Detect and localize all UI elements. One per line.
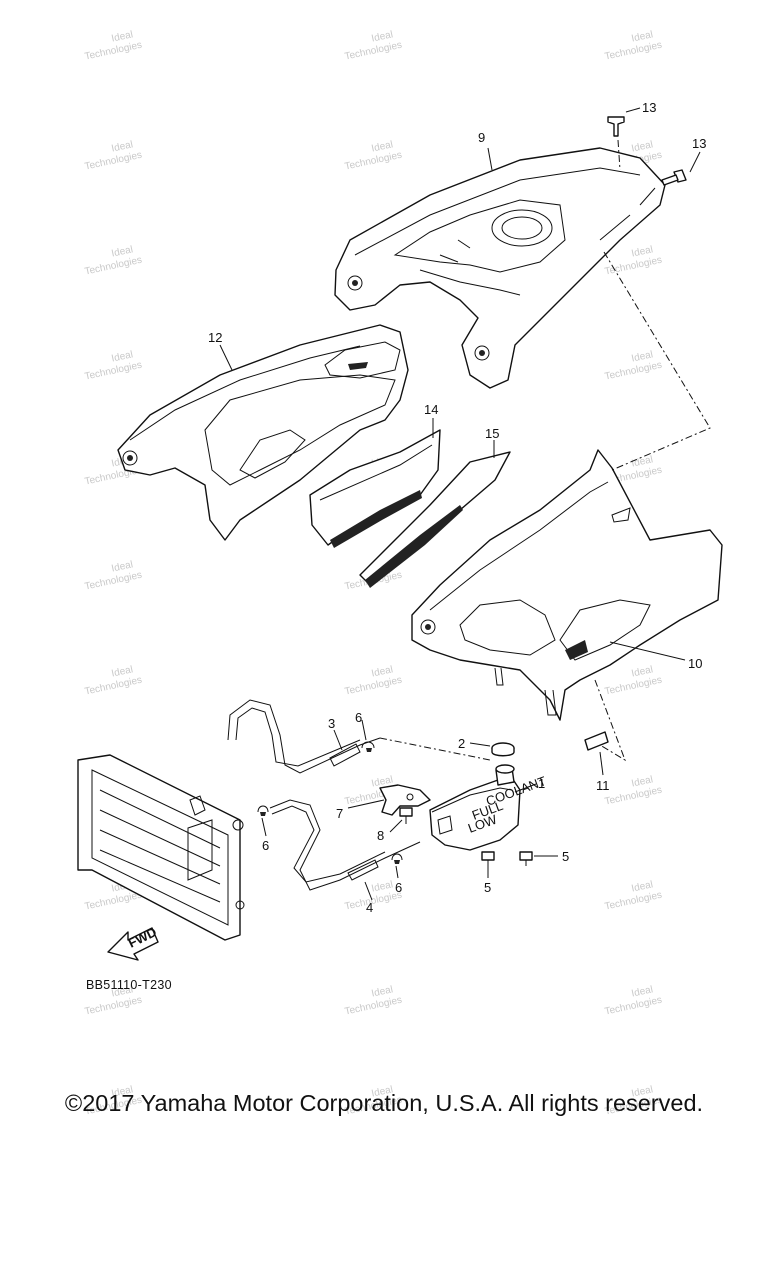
watermark-text: IdealTechnologies [341, 138, 403, 173]
callout-13-top: 13 [625, 100, 656, 115]
assembly-line-10-11 [594, 679, 626, 762]
callout-number: 12 [208, 330, 222, 345]
callout-number: 6 [355, 710, 362, 725]
watermark-text: IdealTechnologies [601, 348, 663, 383]
callout-number: 11 [596, 778, 610, 793]
part-13-clip-right [661, 169, 687, 186]
callout-6-bottom: 6 [395, 865, 402, 895]
assembly-line-9-10 [603, 251, 711, 471]
callout-4: 4 [364, 881, 373, 915]
hose-4 [269, 799, 421, 891]
callout-11: 11 [596, 751, 610, 793]
clamp-6-top [361, 741, 375, 752]
callout-6-top: 6 [355, 710, 367, 741]
part-11-pad [584, 731, 609, 751]
callout-number: 8 [377, 828, 384, 843]
watermark-text: IdealTechnologies [601, 28, 663, 63]
part-10-right-side-cover [411, 449, 723, 721]
clamp-6-bottom [391, 853, 403, 864]
callout-2: 2 [458, 736, 491, 751]
callout-13-right: 13 [689, 136, 706, 173]
watermark-text: IdealTechnologies [601, 773, 663, 808]
watermark-text: IdealTechnologies [81, 663, 143, 698]
watermark-text: IdealTechnologies [601, 983, 663, 1018]
callout-15: 15 [485, 426, 499, 458]
part-13-clip-top [607, 116, 625, 137]
watermark-text: IdealTechnologies [601, 663, 663, 698]
watermark-text: IdealTechnologies [81, 28, 143, 63]
callout-number: 9 [478, 130, 485, 145]
watermark-text: IdealTechnologies [81, 558, 143, 593]
bracket [379, 784, 431, 816]
callout-number: 3 [328, 716, 335, 731]
callout-12: 12 [208, 330, 233, 371]
callout-5-right: 5 [534, 849, 569, 864]
watermark-text: IdealTechnologies [81, 138, 143, 173]
callout-8: 8 [377, 819, 403, 843]
callout-number: 13 [692, 136, 706, 151]
watermark-text: IdealTechnologies [341, 28, 403, 63]
assembly-line-13 [617, 139, 621, 171]
assembly-line-hose [379, 737, 491, 761]
callout-number: 15 [485, 426, 499, 441]
callout-number: 10 [688, 656, 702, 671]
callout-7: 7 [336, 799, 385, 821]
part-9-rear-top-panel [334, 147, 666, 389]
watermark-text: IdealTechnologies [341, 983, 403, 1018]
callout-14: 14 [424, 402, 438, 438]
radiator [77, 754, 245, 941]
callout-number: 2 [458, 736, 465, 751]
part-15-trim-strip [359, 451, 511, 588]
coolant-reservoir-tank: COOLANT FULL LOW [429, 764, 548, 851]
callout-number: 7 [336, 806, 343, 821]
callout-3: 3 [328, 716, 343, 751]
callout-number: 5 [562, 849, 569, 864]
watermark-text: IdealTechnologies [81, 348, 143, 383]
fwd-direction-arrow: FWD [107, 924, 159, 961]
callout-6-left: 6 [261, 817, 269, 853]
watermark-text: IdealTechnologies [81, 243, 143, 278]
callout-number: 4 [366, 900, 373, 915]
watermark-text: IdealTechnologies [341, 663, 403, 698]
callout-5-left: 5 [484, 866, 491, 895]
callout-number: 6 [262, 838, 269, 853]
clamp-6-left [257, 805, 269, 816]
bolt-5-right [519, 851, 533, 866]
callout-number: 14 [424, 402, 438, 417]
reservoir-cap [491, 742, 515, 757]
callout-10: 10 [609, 641, 702, 671]
bolt-5-left [481, 851, 495, 866]
part-12-left-side-cover [117, 324, 409, 541]
diagram-reference-code: BB51110-T230 [86, 978, 172, 992]
bolt-8 [399, 807, 413, 824]
callout-number: 13 [642, 100, 656, 115]
callout-number: 5 [484, 880, 491, 895]
callout-number: 1 [538, 776, 545, 791]
hose-3 [227, 699, 381, 774]
watermark-text: IdealTechnologies [601, 878, 663, 913]
part-14-inner-panel [309, 429, 441, 548]
callout-number: 6 [395, 880, 402, 895]
copyright-notice: ©2017 Yamaha Motor Corporation, U.S.A. A… [64, 1090, 704, 1116]
callout-1: 1 [514, 776, 545, 793]
callout-9: 9 [478, 130, 493, 171]
